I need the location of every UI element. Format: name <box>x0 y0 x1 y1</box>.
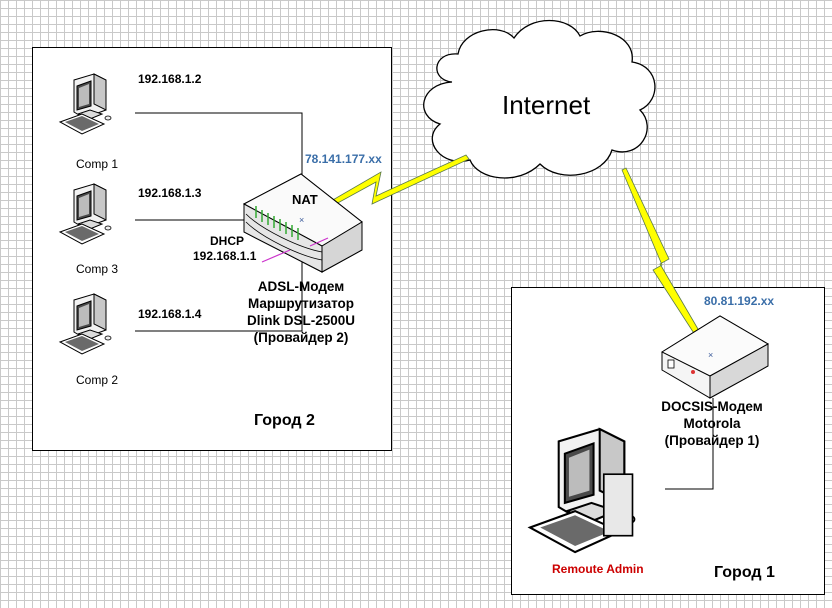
router-caption: ADSL-Модем Маршрутизатор Dlink DSL-2500U… <box>236 278 366 346</box>
admin-computer-icon <box>528 428 636 554</box>
comp3-name: Comp 3 <box>76 262 119 276</box>
docsis-modem: × <box>660 315 770 399</box>
docsis-wan-ip: 80.81.192.xx <box>704 294 775 308</box>
comp2-ip: 192.168.1.4 <box>138 307 202 321</box>
comp1-ip: 192.168.1.2 <box>138 72 202 86</box>
docsis-caption: DOCSIS-Модем Motorola (Провайдер 1) <box>648 398 776 449</box>
comp3-ip: 192.168.1.3 <box>138 186 202 200</box>
router-lan-ip: 192.168.1.1 <box>193 249 257 263</box>
docsis-caption-line2: Motorola <box>683 416 741 431</box>
internet-label: Internet <box>502 90 591 120</box>
comp1-name: Comp 1 <box>76 157 119 171</box>
router-caption-line4: (Провайдер 2) <box>253 330 349 345</box>
svg-text:×: × <box>708 350 713 360</box>
lan-cables <box>135 112 303 332</box>
router-caption-line2: Маршрутизатор <box>247 296 355 311</box>
router-wan-ip: 78.141.177.xx <box>305 152 382 166</box>
internet-cloud <box>423 19 656 179</box>
router-caption-line3: Dlink DSL-2500U <box>246 313 356 328</box>
comp2-name: Comp 2 <box>76 373 119 387</box>
docsis-caption-line3: (Провайдер 1) <box>664 433 760 448</box>
router-dhcp-label: DHCP <box>210 234 245 248</box>
admin-label: Remoute Admin <box>552 562 644 576</box>
admin-cable <box>665 398 714 490</box>
router-nat-label: NAT <box>292 192 318 207</box>
adsl-router: × <box>242 173 363 273</box>
docsis-caption-line1: DOCSIS-Модем <box>661 399 763 414</box>
router-caption-line1: ADSL-Модем <box>257 279 345 294</box>
city1-title: Город 1 <box>714 564 775 581</box>
city2-title: Город 2 <box>254 412 315 429</box>
svg-text:×: × <box>299 215 304 225</box>
